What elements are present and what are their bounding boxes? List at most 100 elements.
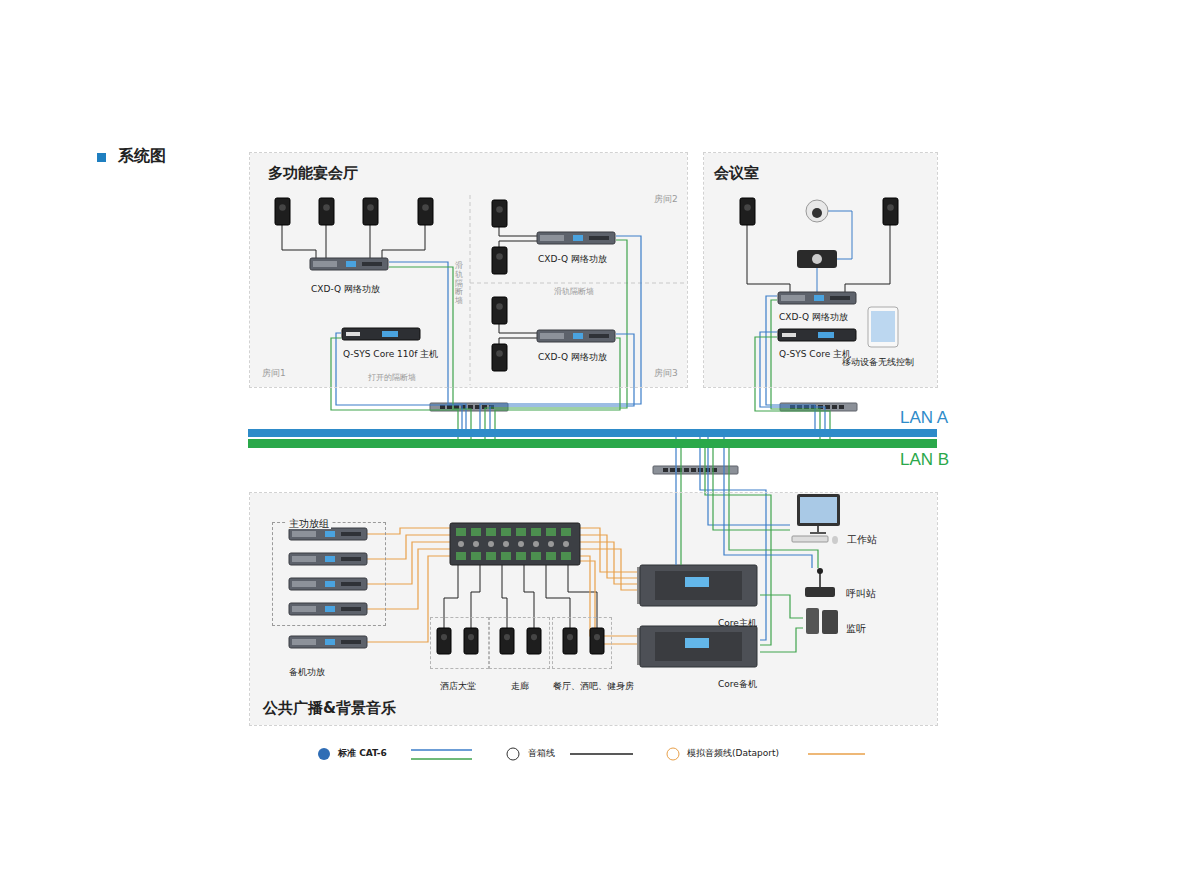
amp-body [310,258,388,270]
speaker [492,247,507,274]
speaker-cone [531,634,537,640]
projector-lens [812,254,822,264]
legend-icon [318,748,330,760]
monitor-stand [810,526,826,533]
speaker-cone [323,204,330,211]
panel-ground [250,493,937,725]
speaker-cone [367,204,374,211]
mic-head [817,568,823,574]
jack [518,541,524,547]
room-note: 打开的隔断墙 [368,373,416,383]
terminal [516,552,526,560]
lan-band: LAN B [248,439,937,448]
artwork [97,153,937,760]
core-logo [782,333,796,337]
speaker-cone [468,634,474,640]
speaker-wire [499,241,537,247]
amp-panel [540,235,564,241]
legend-line [411,749,472,751]
legend-text: 模拟音频线(Dataport) [687,748,779,759]
switch-port [832,405,837,409]
speaker [883,198,898,225]
node-label: 工作站 [847,534,877,545]
amp-panel [313,261,337,267]
node-label: 酒店大堂 [440,681,476,692]
node-label: CXD-Q 网络功放 [779,312,848,323]
speaker [740,198,755,225]
cat6-cable [495,338,620,439]
room-note: 滑轨隔断墙 [554,287,594,297]
amp-panel [292,556,316,562]
cat6-cable [760,628,803,652]
cat6-cable [675,437,676,565]
cat6-cable [724,437,812,568]
speaker [492,344,507,371]
cat6-cable [680,448,681,565]
amp-vent [341,582,361,586]
device: Q-SYS Core 主机 [777,327,857,355]
monitor-speaker [806,608,819,634]
speaker [492,297,507,324]
cat6-cable [485,240,627,439]
area-heading: 公共广播&背景音乐 [263,699,396,717]
terminal [546,552,556,560]
terminal [456,552,466,560]
core-display [685,638,709,648]
speaker-wire [499,324,537,333]
amp-vent [589,236,609,240]
terminal [546,528,556,536]
partition-line [470,195,471,385]
device: Core备机 [640,626,760,684]
speaker-cone [441,634,447,640]
amp-display [325,556,335,562]
node-label: CXD-Q 网络功放 [311,284,380,295]
jack [548,541,554,547]
switch-port [684,468,689,472]
speaker [319,198,334,225]
amp-body [289,528,367,540]
node-label: 呼叫站 [846,588,876,599]
jack [563,541,569,547]
amp-body [778,292,856,304]
group-box: 酒店大堂 [431,618,488,668]
amp-display [573,333,583,339]
speaker-cone [594,634,600,640]
legend-text: 标准 CAT-6 [338,748,387,759]
amp-panel [781,295,805,301]
amp-vent [341,557,361,561]
amp-vent [830,296,850,300]
terminal [486,528,496,536]
device: 备机功放 [287,634,369,674]
analog-cable [366,549,450,609]
speaker [418,198,433,225]
amp-display [325,606,335,612]
jack [503,541,509,547]
area-panel: 多功能宴会厅CXD-Q 网络功放Q-SYS Core 110f 主机CXD-Q … [250,153,687,387]
amp-display [814,295,824,301]
area-panel: 会议室CXD-Q 网络功放Q-SYS Core 主机移动设备无线控制 [704,153,937,387]
core-logo [346,332,360,336]
speaker-cone [744,204,751,211]
speaker-cone [887,204,894,211]
core-display [818,332,834,338]
jack [458,541,464,547]
node-label: CXD-Q 网络功放 [538,352,607,363]
device: CXD-Q 网络功放 [536,328,616,360]
panel-ground [250,153,687,387]
keyboard [792,536,828,542]
room-note: 房间2 [654,194,678,205]
node-label: 监听 [846,623,866,634]
speaker [363,198,378,225]
speaker [563,628,577,654]
monitor [797,494,840,526]
title: 系统图 [118,146,166,165]
speaker-wire [568,565,597,628]
analog-cable [366,528,450,534]
node-label: 备机功放 [289,667,325,678]
amp-body [289,603,367,615]
speaker [464,628,478,654]
device: 监听 [803,605,880,641]
legend-icon [667,748,679,760]
amp-display [573,235,583,241]
speaker-cone [567,634,573,640]
